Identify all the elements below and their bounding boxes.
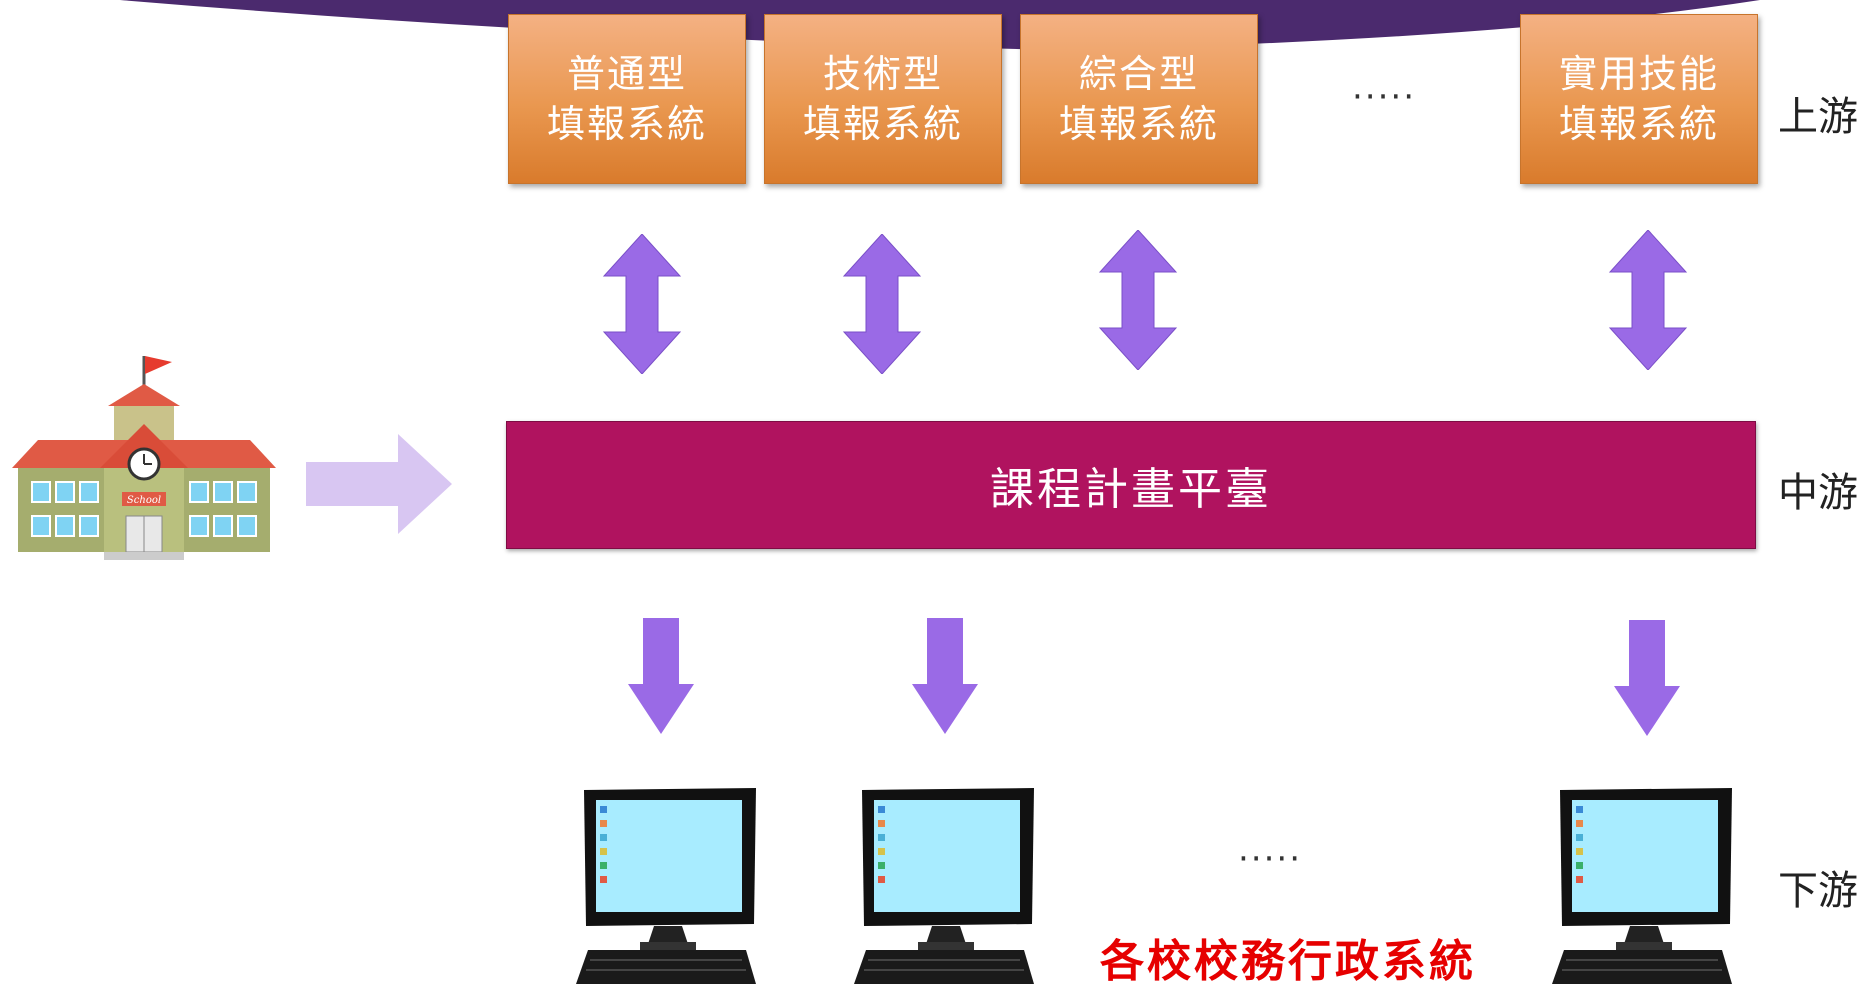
- upstream-box-general: 普通型 填報系統: [508, 14, 746, 184]
- box-line-2: 填報系統: [1558, 102, 1719, 146]
- box-line-1: 實用技能: [1558, 52, 1719, 96]
- stage-label-upstream: 上游: [1778, 94, 1858, 140]
- computer-icon-1: [576, 788, 756, 984]
- platform-label: 課程計畫平臺: [990, 464, 1272, 515]
- downstream-title: 各校校務行政系統: [1100, 936, 1476, 987]
- school-building-icon: School: [12, 356, 276, 560]
- stage-label-downstream: 下游: [1778, 868, 1858, 914]
- down-arrow-1: [628, 618, 694, 734]
- course-plan-platform: 課程計畫平臺: [506, 421, 1756, 549]
- upstream-box-technical: 技術型 填報系統: [764, 14, 1002, 184]
- box-line-1: 技術型: [822, 52, 943, 96]
- downstream-ellipsis: ‧‧‧‧‧: [1238, 840, 1303, 880]
- down-arrow-2: [912, 618, 978, 734]
- computer-icon-3: [1552, 788, 1732, 984]
- stage-label-midstream: 中游: [1778, 470, 1858, 516]
- box-line-2: 填報系統: [802, 102, 963, 146]
- box-line-1: 綜合型: [1078, 52, 1199, 96]
- upstream-box-practical-skills: 實用技能 填報系統: [1520, 14, 1758, 184]
- box-line-2: 填報系統: [1058, 102, 1219, 146]
- double-arrow-3: [1098, 230, 1178, 370]
- upstream-box-comprehensive: 綜合型 填報系統: [1020, 14, 1258, 184]
- upstream-ellipsis: ‧‧‧‧‧: [1352, 78, 1417, 118]
- double-arrow-2: [842, 234, 922, 374]
- computer-icon-2: [854, 788, 1034, 984]
- double-arrow-4: [1608, 230, 1688, 370]
- school-sign-text: School: [127, 495, 161, 506]
- feed-arrow: [306, 434, 452, 534]
- down-arrow-3: [1614, 620, 1680, 736]
- double-arrow-1: [602, 234, 682, 374]
- box-line-1: 普通型: [566, 52, 687, 96]
- box-line-2: 填報系統: [546, 102, 707, 146]
